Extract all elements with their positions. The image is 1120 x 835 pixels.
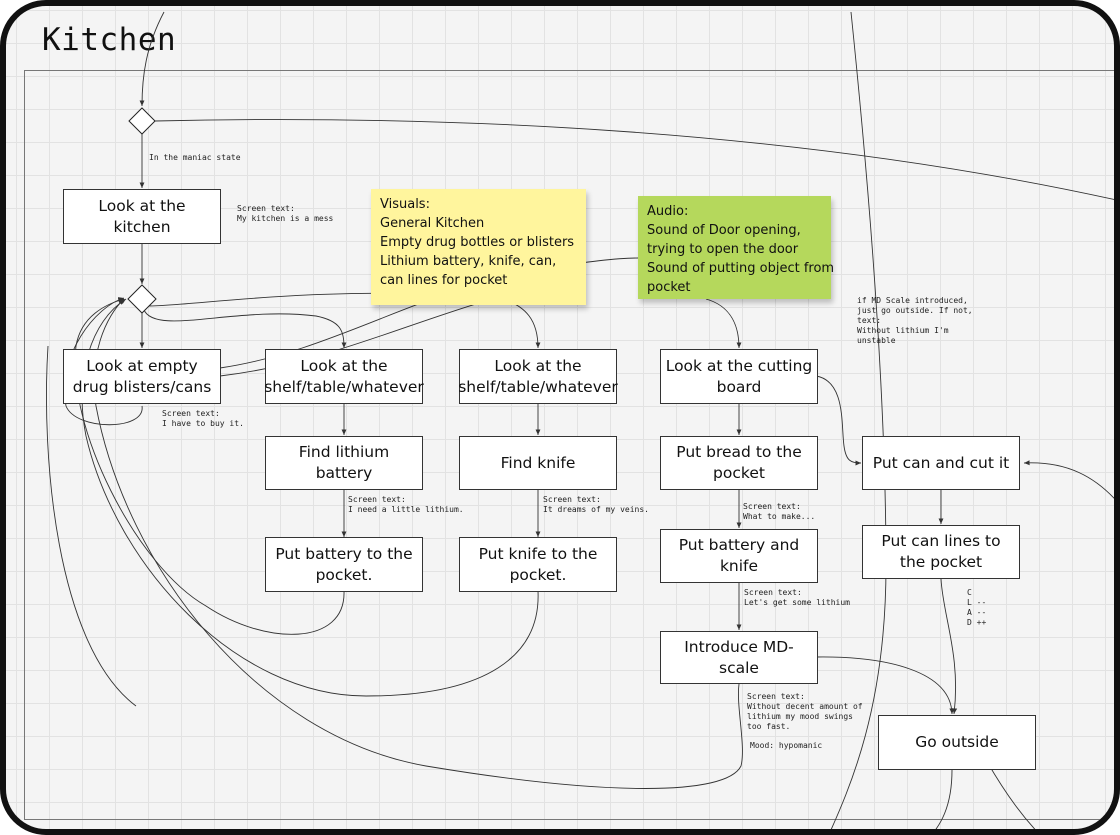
- node-put-battery[interactable]: Put battery to the pocket.: [265, 537, 423, 592]
- connector-outer-loop: [46, 345, 137, 707]
- note-clad: C L -- A -- D ++: [967, 588, 987, 627]
- connector-audio-board: [705, 298, 742, 349]
- board-title: Kitchen: [42, 22, 177, 58]
- note-mood-hypomanic: Mood: hypomanic: [750, 741, 823, 750]
- diagram-canvas: Kitchen: [6, 6, 1114, 829]
- sticky-visuals[interactable]: Visuals: General Kitchen Empty drug bott…: [371, 189, 586, 305]
- note-mood-swings: Screen text: Without decent amount of li…: [747, 692, 863, 731]
- node-look-cutting-board[interactable]: Look at the cutting board: [660, 349, 818, 404]
- note-md-scale: if MD Scale introduced, just go outside.…: [857, 296, 973, 345]
- node-find-knife[interactable]: Find knife: [459, 436, 617, 490]
- connector-d2-shelf1: [143, 309, 347, 349]
- node-look-shelf-1[interactable]: Look at the shelf/table/whatever: [264, 349, 424, 404]
- decision-diamond-kitchen: [127, 284, 157, 314]
- node-look-kitchen[interactable]: Look at the kitchen: [63, 189, 221, 244]
- connector-battery-loop: [74, 298, 345, 635]
- connector-entry: [139, 11, 165, 107]
- section-frame: [24, 70, 1114, 820]
- note-maniac-state: In the maniac state: [149, 153, 241, 162]
- note-dreams-veins: Screen text: It dreams of my veins.: [543, 495, 649, 514]
- note-have-to-buy: Screen text: I have to buy it.: [162, 409, 244, 428]
- connector-right-can: [1023, 460, 1114, 499]
- note-get-lithium: Screen text: Let's get some lithium: [744, 588, 850, 607]
- node-find-lithium[interactable]: Find lithium battery: [265, 436, 423, 490]
- node-put-battery-knife[interactable]: Put battery and knife: [660, 529, 818, 583]
- connector-md-down: [93, 298, 743, 789]
- node-look-blisters[interactable]: Look at empty drug blisters/cans: [63, 349, 221, 404]
- node-look-shelf-2[interactable]: Look at the shelf/table/whatever: [458, 349, 618, 404]
- connector-board-can: [815, 375, 862, 466]
- connector-long-vertical: [830, 11, 887, 829]
- note-kitchen-mess: Screen text: My kitchen is a mess: [237, 204, 334, 223]
- note-little-lithium: Screen text: I need a little lithium.: [348, 495, 464, 514]
- node-put-can-cut[interactable]: Put can and cut it: [862, 436, 1020, 490]
- sticky-audio[interactable]: Audio: Sound of Door opening, trying to …: [638, 196, 834, 299]
- connector-lines-outside: [940, 578, 958, 715]
- node-go-outside[interactable]: Go outside: [878, 715, 1036, 770]
- connector-md-outside: [815, 656, 955, 715]
- node-put-bread[interactable]: Put bread to the pocket: [660, 436, 818, 490]
- node-put-knife[interactable]: Put knife to the pocket.: [459, 537, 617, 592]
- node-introduce-md-scale[interactable]: Introduce MD-scale: [660, 631, 818, 684]
- decision-diamond-top: [128, 107, 156, 135]
- connector-blisters-loop: [64, 297, 143, 426]
- note-what-to-make: Screen text: What to make...: [743, 502, 816, 521]
- node-put-can-lines[interactable]: Put can lines to the pocket: [862, 525, 1020, 579]
- connector-outside-down: [935, 769, 953, 829]
- connector-top-right: [154, 119, 1114, 200]
